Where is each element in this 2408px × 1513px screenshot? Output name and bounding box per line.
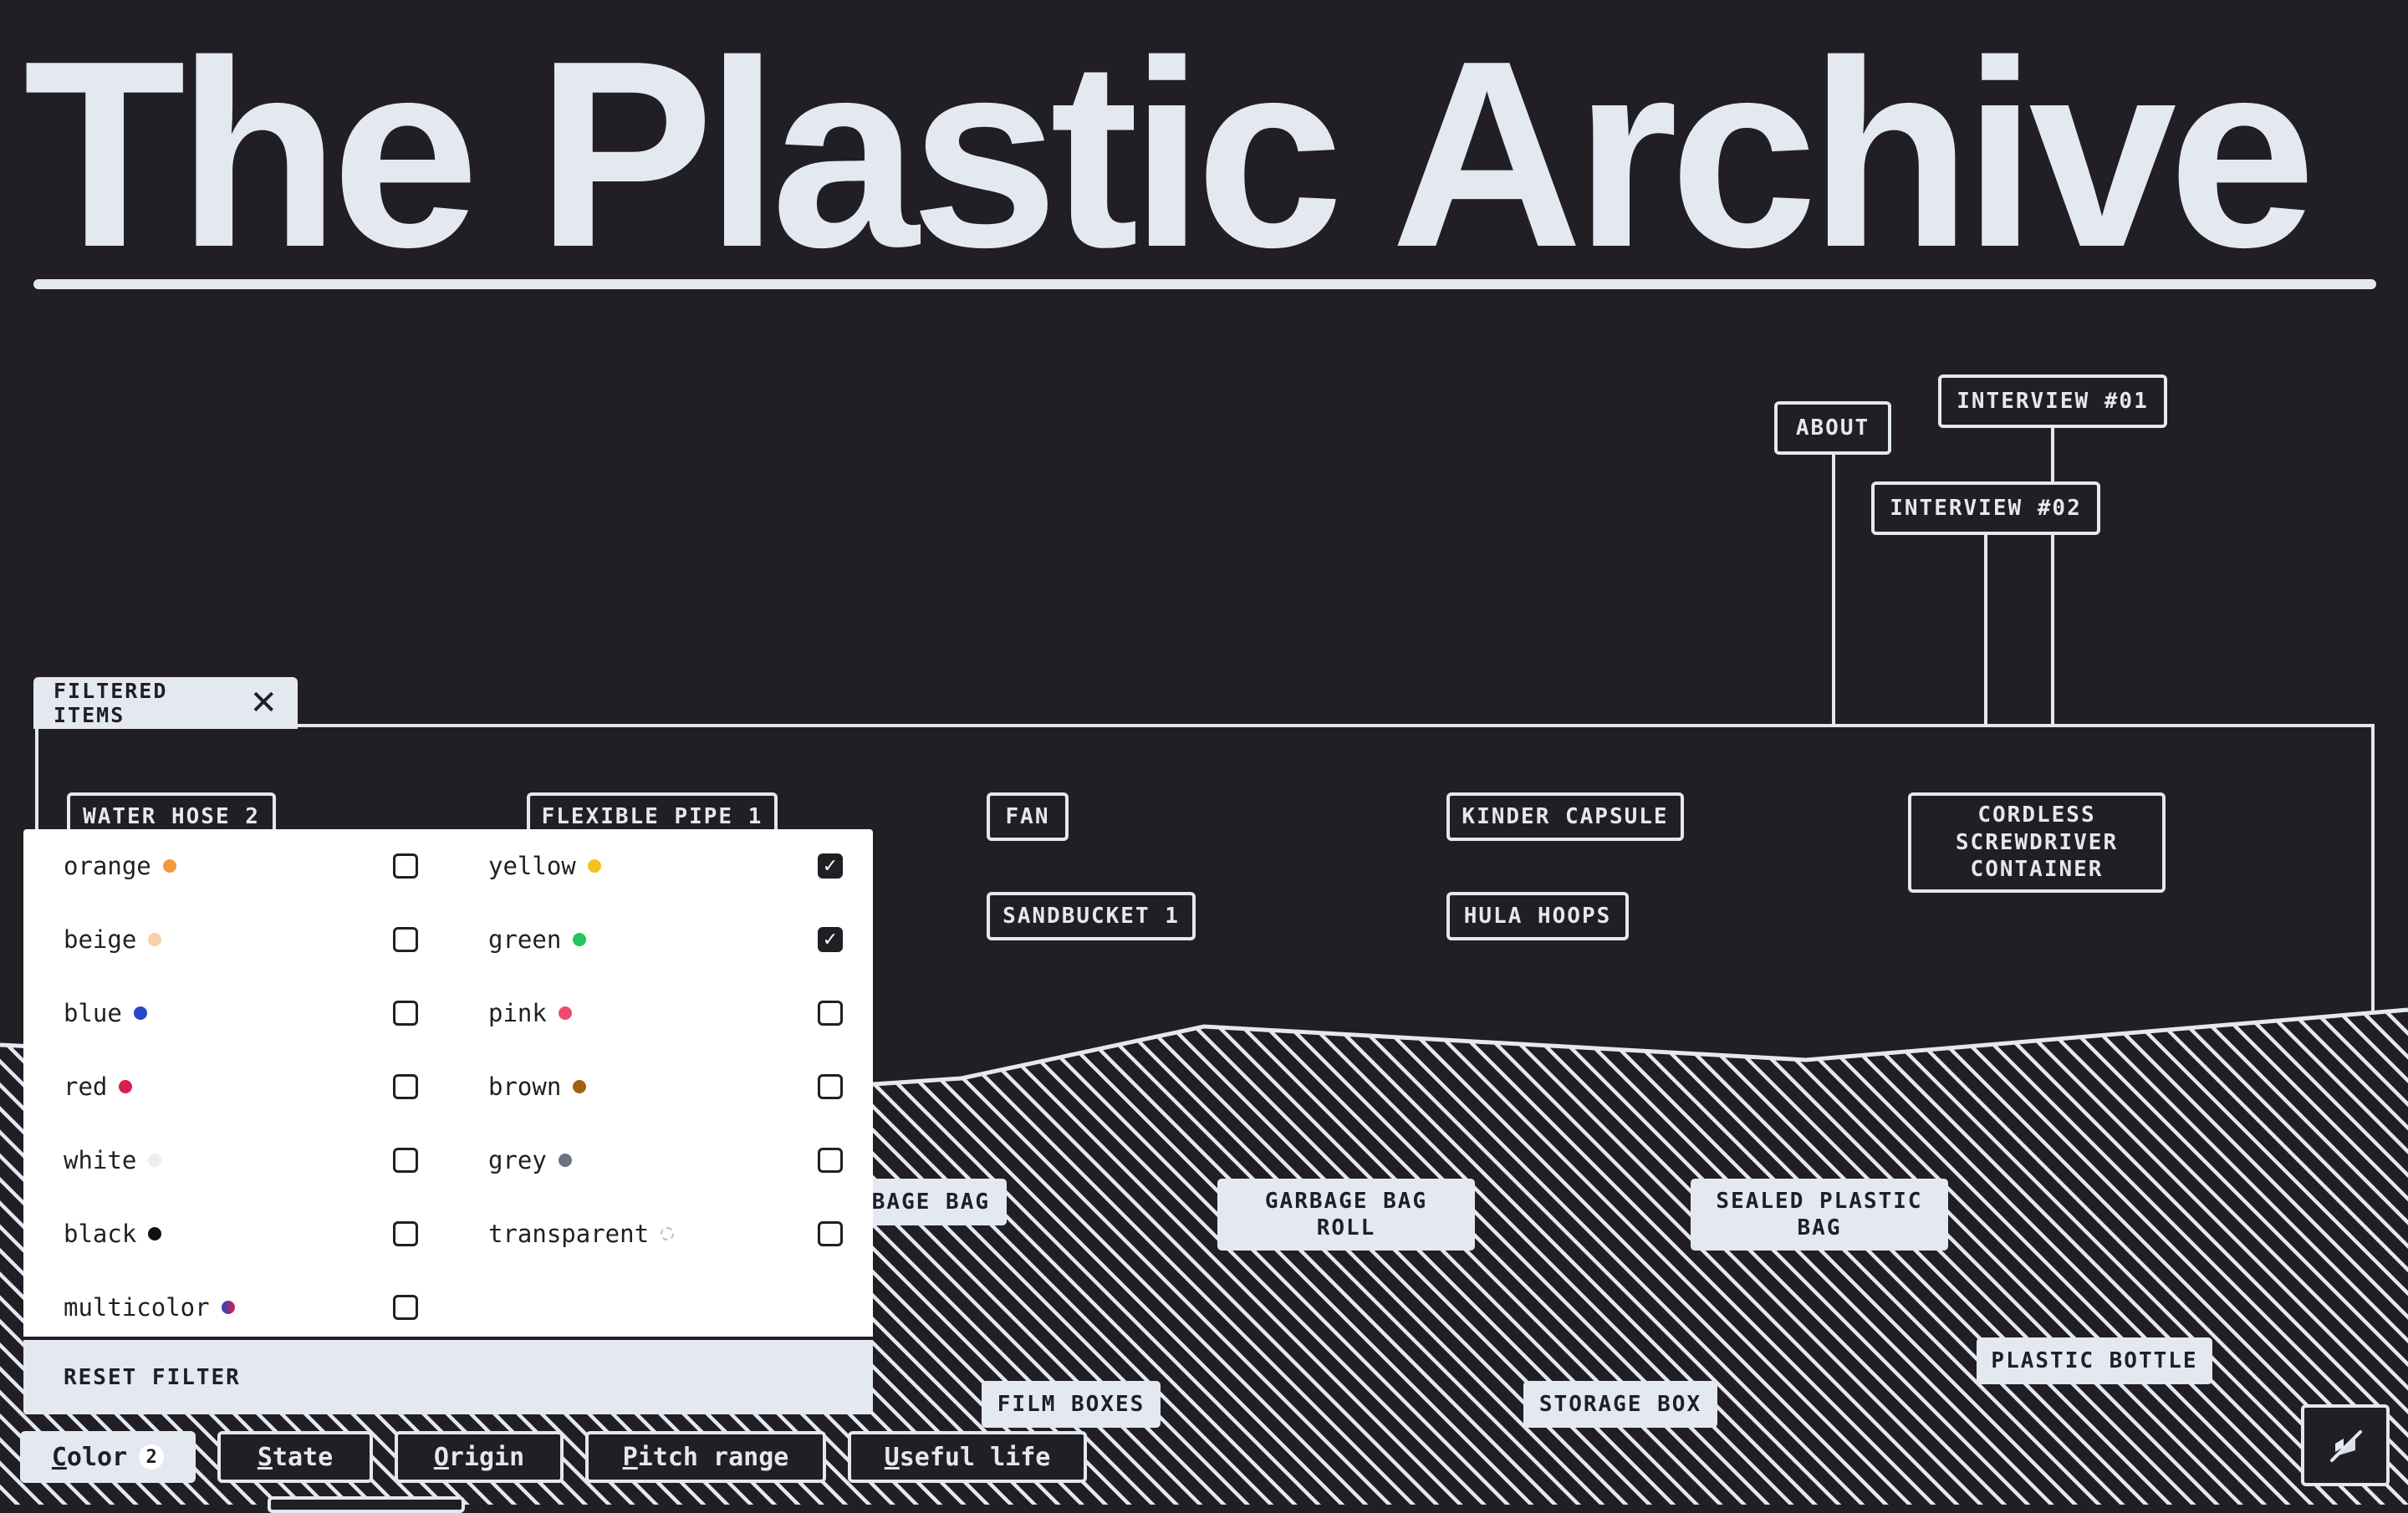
- panel-divider: [23, 1337, 873, 1340]
- beige-swatch: [148, 933, 162, 946]
- ground-item-film-boxes[interactable]: FILM BOXES: [982, 1381, 1161, 1428]
- checkbox-multicolor[interactable]: [393, 1295, 418, 1320]
- color-filter-panel: orange beige blue red white black multic…: [23, 829, 873, 1414]
- item-cordless-screwdriver-container[interactable]: CORDLESS SCREWDRIVER CONTAINER: [1908, 792, 2166, 893]
- color-option-white: white: [64, 1123, 162, 1197]
- orange-swatch: [162, 859, 176, 873]
- interview1-stem: [2051, 425, 2054, 726]
- blue-swatch: [133, 1006, 147, 1020]
- item-fan[interactable]: FAN: [987, 792, 1069, 841]
- ground-item-garbage-bag-roll[interactable]: GARBAGE BAG ROLL: [1217, 1179, 1475, 1251]
- about-stem: [1832, 451, 1835, 726]
- item-kinder-capsule[interactable]: KINDER CAPSULE: [1446, 792, 1684, 841]
- page-title: The Plastic Archive: [23, 6, 2316, 303]
- checkbox-black[interactable]: [393, 1221, 418, 1246]
- multicolor-swatch: [221, 1301, 235, 1314]
- color-option-red: red: [64, 1050, 133, 1123]
- color-option-beige: beige: [64, 903, 162, 976]
- color-option-brown: brown: [488, 1050, 587, 1123]
- pink-swatch: [558, 1006, 572, 1020]
- yellow-swatch: [587, 859, 601, 873]
- ground-item-plastic-bottle[interactable]: PLASTIC BOTTLE: [1977, 1337, 2212, 1384]
- filtered-items-tab: FILTERED ITEMS ✕: [33, 677, 298, 729]
- reset-filter-button[interactable]: RESET FILTER: [23, 1340, 873, 1414]
- interview-02-link[interactable]: INTERVIEW #02: [1871, 481, 2100, 535]
- item-sandbucket-1[interactable]: SANDBUCKET 1: [987, 892, 1196, 940]
- sound-off-icon: [2330, 1430, 2362, 1462]
- interview-01-link[interactable]: INTERVIEW #01: [1938, 374, 2167, 428]
- check-icon: ✓: [822, 929, 839, 950]
- white-swatch: [148, 1154, 162, 1167]
- checkbox-blue[interactable]: [393, 1001, 418, 1026]
- color-option-black: black: [64, 1197, 162, 1271]
- checkbox-orange[interactable]: [393, 853, 418, 879]
- checkbox-yellow[interactable]: ✓: [818, 853, 843, 879]
- color-option-multicolor: multicolor: [64, 1271, 235, 1344]
- brown-swatch: [573, 1080, 587, 1093]
- checkbox-red[interactable]: [393, 1074, 418, 1099]
- close-icon[interactable]: ✕: [249, 684, 279, 722]
- title-underline: [33, 279, 2376, 289]
- check-icon: ✓: [822, 855, 839, 877]
- color-option-grey: grey: [488, 1123, 572, 1197]
- sound-toggle-button[interactable]: [2301, 1404, 2390, 1486]
- checkbox-green[interactable]: ✓: [818, 927, 843, 952]
- color-option-yellow: yellow: [488, 829, 601, 903]
- color-option-pink: pink: [488, 976, 572, 1050]
- partially-hidden-item[interactable]: [268, 1496, 465, 1513]
- filtered-items-label: FILTERED ITEMS: [54, 679, 168, 727]
- color-filter-count-badge: 2: [139, 1444, 165, 1470]
- ground-item-storage-box[interactable]: STORAGE BOX: [1523, 1381, 1717, 1428]
- color-option-transparent: transparent: [488, 1197, 675, 1271]
- checkbox-pink[interactable]: [818, 1001, 843, 1026]
- green-swatch: [573, 933, 587, 946]
- checkbox-white[interactable]: [393, 1148, 418, 1173]
- color-option-green: green: [488, 903, 587, 976]
- checkbox-transparent[interactable]: [818, 1221, 843, 1246]
- checkbox-grey[interactable]: [818, 1148, 843, 1173]
- checkbox-brown[interactable]: [818, 1074, 843, 1099]
- checkbox-beige[interactable]: [393, 927, 418, 952]
- color-option-blue: blue: [64, 976, 147, 1050]
- about-link[interactable]: ABOUT: [1774, 401, 1891, 455]
- color-option-orange: orange: [64, 829, 176, 903]
- interview2-stem: [1984, 533, 1987, 726]
- transparent-swatch: [661, 1227, 675, 1240]
- black-swatch: [148, 1227, 162, 1240]
- grey-swatch: [558, 1154, 572, 1167]
- item-hula-hoops[interactable]: HULA HOOPS: [1446, 892, 1629, 940]
- red-swatch: [119, 1080, 133, 1093]
- ground-item-sealed-plastic-bag[interactable]: SEALED PLASTIC BAG: [1691, 1179, 1948, 1251]
